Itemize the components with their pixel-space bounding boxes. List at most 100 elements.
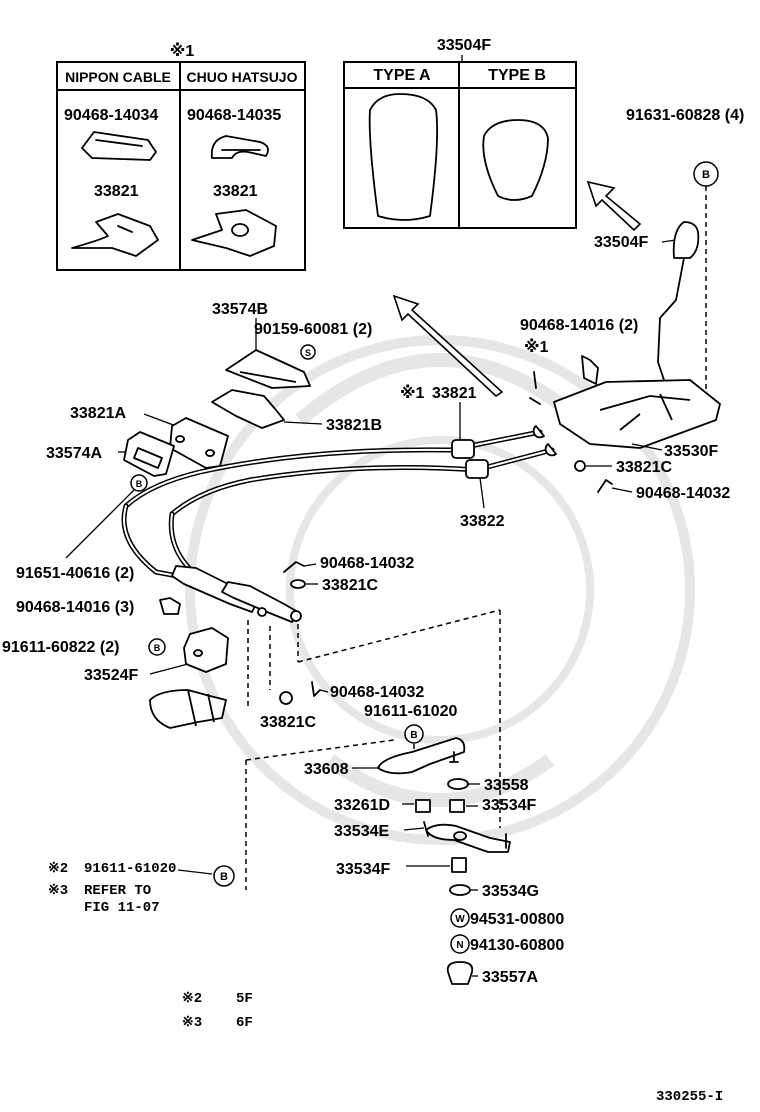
- bolt-91611-61020-label: 91611-61020: [364, 703, 458, 720]
- note-3-line1: REFER TO: [84, 883, 151, 899]
- washer-33534g-icon: [449, 884, 471, 896]
- cable-33821-sleeve: [451, 439, 475, 459]
- knob-type-b-icon: [482, 119, 549, 201]
- washer-33534g-label: 33534G: [482, 883, 539, 900]
- footnote-2-mark: ※2: [182, 991, 202, 1007]
- screw-90159-label: 90159-60081 (2): [254, 321, 372, 338]
- knob-type-a-icon: [368, 93, 439, 221]
- bushing-33534f-b-icon: [451, 857, 467, 873]
- arrow-to-inset: [392, 294, 504, 398]
- boot-33557a-icon: [446, 961, 474, 985]
- cable-end-threads-2: [221, 581, 299, 623]
- nippon-clip-label: 90468-14034: [64, 107, 158, 124]
- plate-33574a-label: 33574A: [46, 445, 102, 462]
- clip-90468-14032-b-label: 90468-14032: [320, 555, 414, 572]
- svg-text:B: B: [220, 871, 228, 883]
- boot-33557a-label: 33557A: [482, 969, 538, 986]
- knob-33504f-label: 33504F: [594, 234, 648, 251]
- bushing-33558-icon: [447, 778, 469, 790]
- plate-33574b-label: 33574B: [212, 301, 268, 318]
- nippon-cable-header: NIPPON CABLE: [65, 69, 171, 85]
- shift-lever-rod: [657, 257, 685, 381]
- clip-14032-c-icon: [311, 681, 321, 697]
- chuo-hatsujo-header: CHUO HATSUJO: [187, 69, 298, 85]
- bushing-33261d-icon: [415, 799, 431, 813]
- chuo-clip-label: 90468-14035: [187, 107, 281, 124]
- bushing-33821c-a-label: 33821C: [616, 459, 672, 476]
- clip-14032-b-icon: [283, 561, 305, 573]
- nut-n-icon: [450, 934, 470, 954]
- footnote-3-value: 6F: [236, 1015, 253, 1031]
- ref-mark-1-cable: ※1: [400, 384, 425, 402]
- nippon-clip-icon: [81, 131, 157, 161]
- nippon-part-label: 33821: [94, 183, 139, 200]
- cable-33822-label: 33822: [460, 513, 505, 530]
- cover-33821a-label: 33821A: [70, 405, 126, 422]
- clip-14032-a-icon: [597, 479, 613, 493]
- plate-33574b-icon: [225, 349, 311, 389]
- cable-assembly: 33574B 90159-60081 (2) S 33821B ※1 33821…: [2, 301, 557, 828]
- washer-icon: [574, 460, 586, 472]
- nut-94130-label: 94130-60800: [470, 937, 564, 954]
- shift-lever-assembly: 91631-60828 (4) B 33504F 90468-14016 (2)…: [520, 107, 744, 502]
- figure-id: 330255-I: [656, 1089, 723, 1105]
- knob-type-box: 33504F TYPE A TYPE B: [343, 37, 577, 229]
- knob-box-part-label: 33504F: [437, 37, 491, 54]
- clip-14016-left-icon: [159, 597, 181, 615]
- bolt-91651-label: 91651-40616 (2): [16, 565, 134, 582]
- arrow-to-knob-box: [586, 180, 642, 232]
- shift-knob-icon: [672, 221, 700, 259]
- lever-33534e-label: 33534E: [334, 823, 389, 840]
- clip-90468-14032-a-label: 90468-14032: [636, 485, 730, 502]
- lever-33608-label: 33608: [304, 761, 349, 778]
- lever-33534e-icon: [425, 823, 511, 853]
- ref-mark-1-top: ※1: [524, 338, 549, 356]
- cover-33821b-label: 33821B: [326, 417, 382, 434]
- shift-lever-base-icon: [553, 379, 721, 449]
- lower-linkage: 91611-61020 B 33608 33558 33261D 33534F …: [245, 703, 564, 986]
- bushing-33534f-b-label: 33534F: [336, 861, 390, 878]
- circle-b-small-icon: B: [136, 479, 143, 489]
- chuo-part-label: 33821: [213, 183, 258, 200]
- circle-b-icon: B: [702, 169, 710, 181]
- bushing-33821c-c-label: 33821C: [260, 714, 316, 731]
- bushing-33821c-b-icon: [290, 579, 306, 589]
- cover-33821a-icon: [169, 417, 229, 469]
- cable-end-threads-1: [171, 565, 259, 613]
- plate-33574a-icon: [123, 431, 175, 477]
- lever-33608-icon: [377, 737, 466, 775]
- clip-90468-14016-top-label: 90468-14016 (2): [520, 317, 638, 334]
- cable-33821-label: 33821: [432, 385, 477, 402]
- svg-text:N: N: [456, 940, 463, 951]
- bushing-33261d-label: 33261D: [334, 797, 390, 814]
- footnote-3-mark: ※3: [182, 1015, 202, 1031]
- washer-94531-label: 94531-00800: [470, 911, 564, 928]
- clip-90468-14016-left-label: 90468-14016 (3): [16, 599, 134, 616]
- note-3-mark: ※3: [48, 883, 68, 899]
- bushing-33821c-b-label: 33821C: [322, 577, 378, 594]
- svg-text:B: B: [410, 730, 417, 741]
- bushing-33534f-a-label: 33534F: [482, 797, 536, 814]
- bushing-33821c-c-icon: [279, 691, 293, 705]
- note-3-line2: FIG 11-07: [84, 900, 160, 916]
- svg-text:W: W: [455, 914, 465, 925]
- note-2-mark: ※2: [48, 861, 68, 877]
- notes-block: ※2 91611-61020 B ※3 REFER TO FIG 11-07 ※…: [48, 861, 253, 1031]
- inset-mark: ※1: [170, 42, 195, 60]
- base-33530f-label: 33530F: [664, 443, 718, 460]
- chuo-cable-end-icon: [191, 209, 277, 257]
- clip-top-icon: [581, 355, 599, 385]
- cable-housing-icon: [149, 689, 227, 729]
- cable-33822-sleeve: [465, 459, 489, 479]
- svg-text:S: S: [305, 348, 311, 358]
- bracket-33524f-label: 33524F: [84, 667, 138, 684]
- bolt-91611-60822-label: 91611-60822 (2): [2, 639, 119, 656]
- washer-w-icon: [450, 908, 470, 928]
- note-2-part: 91611-61020: [84, 861, 176, 877]
- type-b-header: TYPE B: [488, 67, 546, 84]
- reference-inset: ※1 NIPPON CABLE CHUO HATSUJO 90468-14034…: [56, 42, 306, 271]
- nippon-cable-end-icon: [71, 213, 159, 257]
- chuo-clip-icon: [210, 135, 269, 159]
- bushing-33534f-a-icon: [449, 799, 465, 813]
